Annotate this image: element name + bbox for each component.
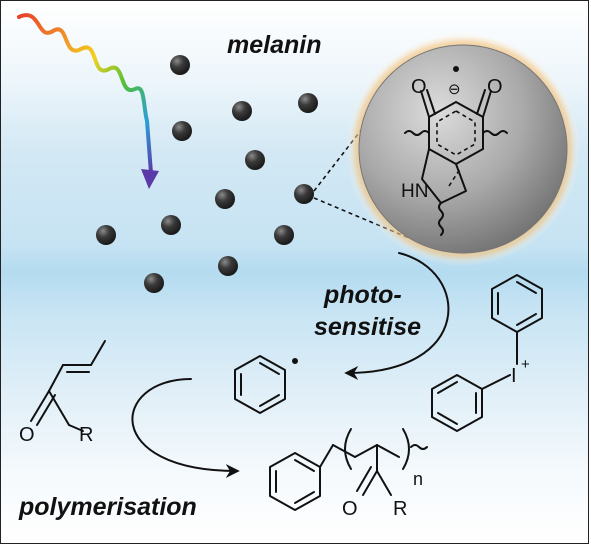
nanoparticle bbox=[144, 273, 164, 293]
nanoparticle bbox=[172, 121, 192, 141]
nanoparticle bbox=[298, 93, 318, 113]
nanoparticle bbox=[161, 215, 181, 235]
nanoparticle bbox=[274, 225, 294, 245]
polymerisation-arrow bbox=[131, 378, 240, 478]
acrylate-structure bbox=[30, 340, 106, 432]
indole-nh: HN bbox=[401, 181, 428, 202]
melanin-monomer-structure bbox=[404, 89, 508, 236]
nanoparticle bbox=[96, 225, 116, 245]
iodonium-charge: + bbox=[521, 356, 530, 373]
nanoparticle bbox=[218, 256, 238, 276]
photosensitise-label-line2: sensitise bbox=[314, 313, 421, 341]
radical-dot-icon bbox=[292, 358, 298, 364]
acrylate-r-group: R bbox=[79, 424, 93, 446]
nanoparticle bbox=[215, 189, 235, 209]
polymer-product-structure bbox=[269, 428, 428, 511]
nanoparticle bbox=[245, 150, 265, 170]
iodonium-iodine: I bbox=[511, 365, 517, 387]
melanin-label: melanin bbox=[227, 31, 321, 59]
nanoparticle bbox=[232, 101, 252, 121]
acrylate-oxygen: O bbox=[19, 424, 35, 446]
anion-charge: ⊖ bbox=[448, 81, 461, 98]
quinone-oxygen-right: O bbox=[487, 76, 503, 98]
product-oxygen: O bbox=[342, 498, 358, 520]
phenyl-radical-structure bbox=[234, 355, 298, 414]
nanoparticle bbox=[294, 184, 314, 204]
quinone-oxygen-left: O bbox=[411, 76, 427, 98]
light-wave-icon bbox=[17, 13, 159, 189]
photosensitise-label-line1: photo- bbox=[323, 281, 402, 309]
magnified-melanin-sphere: O O ⊖ HN bbox=[346, 32, 580, 266]
photosensitise-arrow bbox=[344, 252, 450, 380]
polymerisation-label: polymerisation bbox=[18, 493, 197, 521]
radical-dot-icon bbox=[453, 66, 459, 72]
nanoparticle bbox=[170, 55, 190, 75]
melanin-nanoparticles bbox=[96, 55, 318, 293]
diphenyliodonium-structure bbox=[431, 274, 543, 432]
product-r-group: R bbox=[393, 498, 407, 520]
repeat-unit-n: n bbox=[413, 469, 423, 489]
